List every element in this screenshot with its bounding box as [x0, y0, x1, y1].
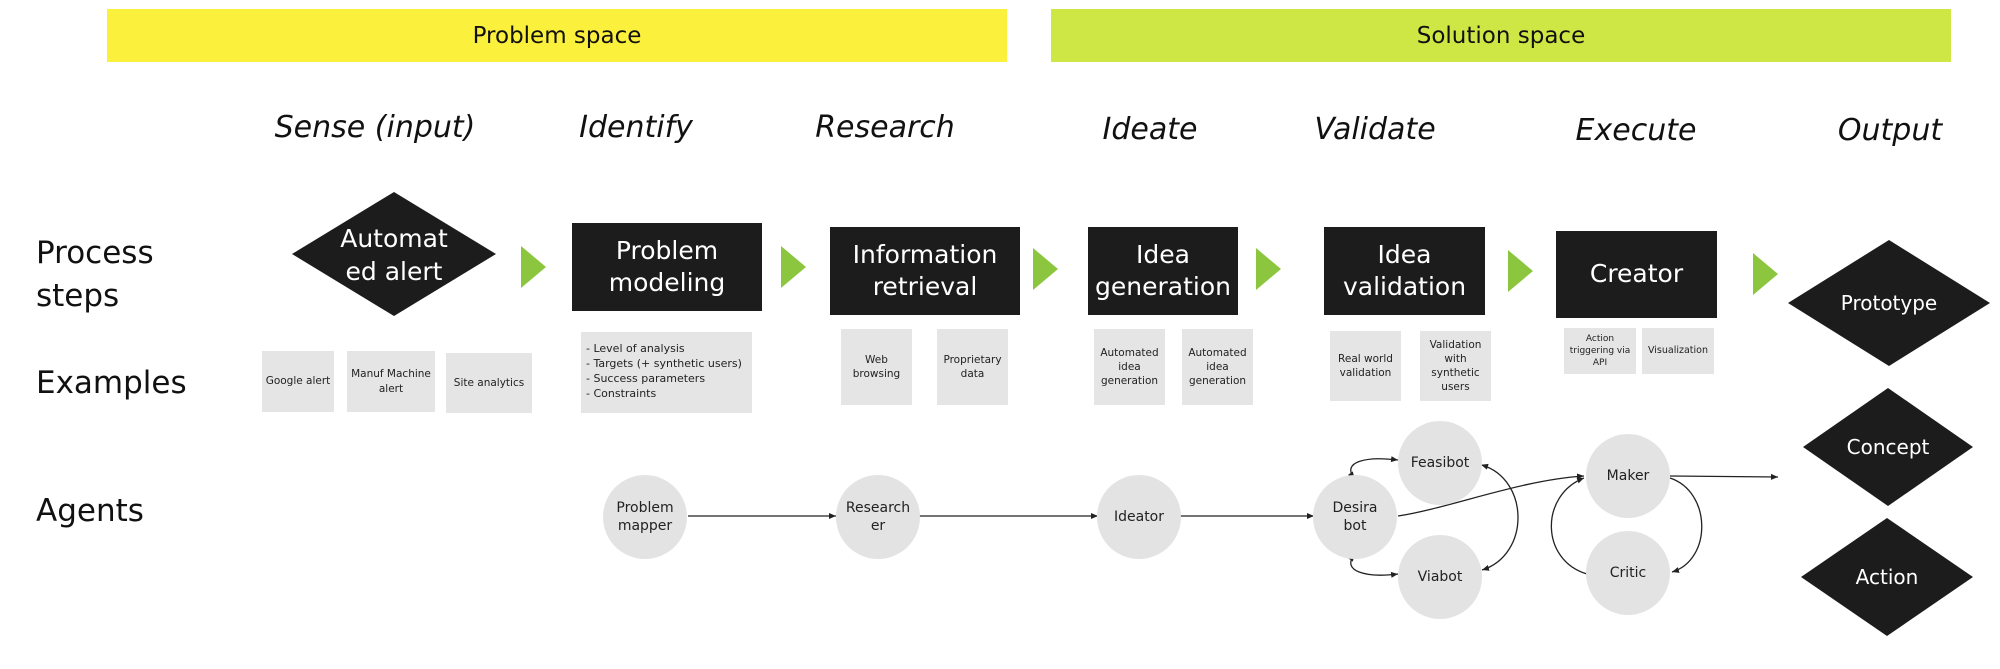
flow-arrow	[1508, 250, 1533, 292]
row-label-examples: Examples	[36, 365, 187, 401]
flow-arrow	[781, 246, 806, 288]
agent-critic: Critic	[1586, 531, 1670, 615]
svg-text:ed alert: ed alert	[346, 257, 443, 286]
example-site-analytics: Site analytics	[446, 353, 532, 413]
output-prototype: Prototype	[1788, 240, 1990, 366]
phase-validate: Validate	[1314, 112, 1436, 147]
flow-arrow	[1033, 248, 1058, 290]
flow-arrow	[1256, 248, 1281, 290]
output-action: Action	[1801, 518, 1973, 636]
solution-space-band: Solution space	[1051, 9, 1951, 62]
phase-execute: Execute	[1575, 113, 1697, 148]
example-problem-modeling-list: - Level of analysis - Targets (+ synthet…	[581, 332, 752, 413]
svg-text:Action: Action	[1856, 565, 1919, 589]
agent-feasibot: Feasibot	[1398, 421, 1482, 505]
arrow-maker-to-output	[1669, 473, 1779, 480]
arrow-critic-to-maker	[1550, 477, 1588, 575]
phase-research: Research	[815, 110, 955, 145]
phase-identify: Identify	[579, 110, 693, 145]
step-creator: Creator	[1556, 231, 1717, 318]
problem-space-band: Problem space	[107, 9, 1007, 62]
svg-text:Concept: Concept	[1847, 435, 1930, 459]
flow-arrow	[1753, 253, 1778, 295]
phase-output: Output	[1837, 113, 1943, 148]
solution-space-label: Solution space	[1416, 22, 1586, 49]
arrow-feasibot-viabot	[1481, 463, 1519, 571]
svg-text:Prototype: Prototype	[1841, 291, 1937, 315]
arrow-maker-to-critic	[1669, 477, 1703, 573]
flow-arrow	[521, 246, 546, 288]
row-label-process-steps: Process steps	[36, 235, 154, 315]
agent-viabot: Viabot	[1398, 535, 1482, 619]
phase-sense: Sense (input)	[274, 110, 476, 145]
phase-ideate: Ideate	[1102, 112, 1198, 147]
problem-space-label: Problem space	[472, 22, 642, 49]
row-label-agents: Agents	[36, 493, 144, 529]
output-concept: Concept	[1803, 388, 1973, 506]
example-google-alert: Google alert	[262, 351, 334, 412]
agent-ideator: Ideator	[1097, 475, 1181, 559]
agent-maker: Maker	[1586, 434, 1670, 518]
example-visualization: Visualization	[1642, 328, 1714, 374]
svg-text:Automat: Automat	[340, 224, 448, 253]
step-automated-alert: Automat ed alert	[292, 192, 496, 316]
